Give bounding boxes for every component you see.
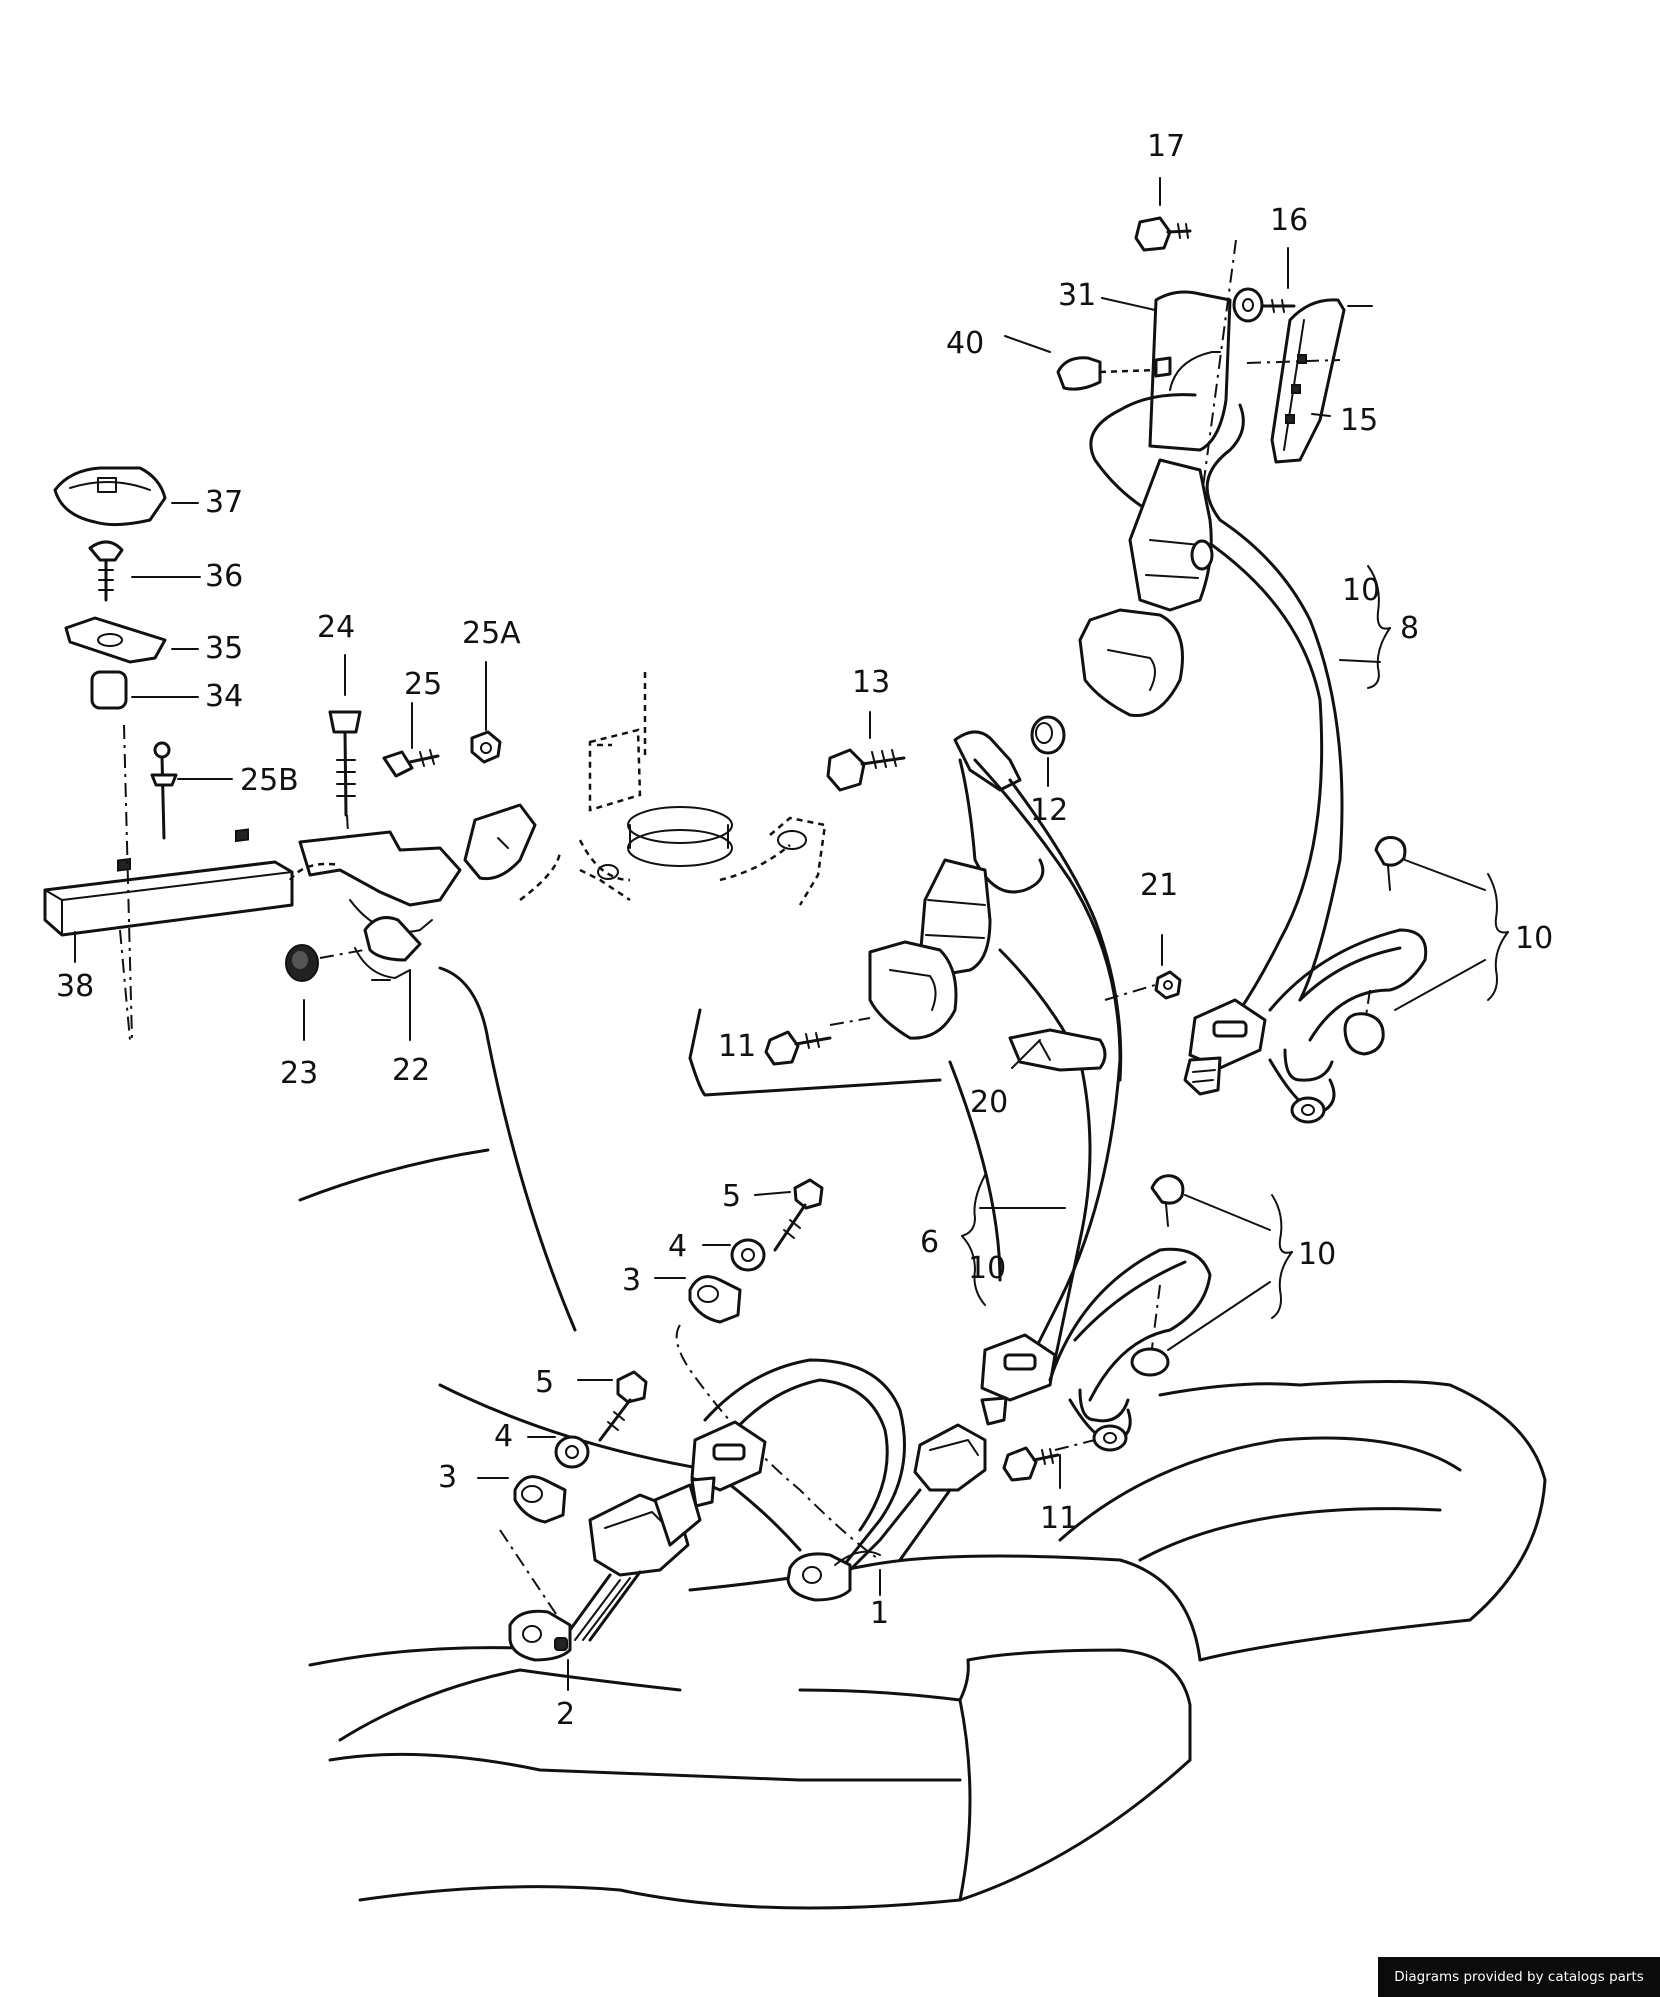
callout-22: 22 — [392, 1053, 430, 1088]
callout-12: 12 — [1030, 793, 1068, 828]
callout-4-lower: 4 — [494, 1419, 513, 1454]
callout-11-lower: 11 — [1040, 1501, 1078, 1536]
center-buckle-assembly — [499, 1030, 1060, 1662]
callout-5-lower: 5 — [535, 1365, 554, 1400]
callout-5-upper: 5 — [722, 1179, 741, 1214]
leader-lines — [74, 177, 1509, 1691]
callout-1: 1 — [870, 1596, 889, 1631]
callout-40: 40 — [946, 326, 984, 361]
center-belt-assembly-6 — [826, 715, 1182, 1426]
callout-24: 24 — [317, 610, 355, 645]
callout-4-upper: 4 — [668, 1229, 687, 1264]
callout-36: 36 — [205, 559, 243, 594]
callout-21: 21 — [1140, 868, 1178, 903]
callout-3-upper: 3 — [622, 1263, 641, 1298]
callout-25B: 25B — [240, 763, 299, 798]
callout-10-of-8: 10 — [1342, 573, 1380, 608]
callout-31: 31 — [1058, 278, 1096, 313]
callout-37: 37 — [205, 485, 243, 520]
outer-retractor-assembly-8 — [1056, 216, 1346, 1096]
left-anchor-assembly — [43, 466, 827, 1041]
callout-10-right-upper: 10 — [1515, 921, 1553, 956]
callout-16: 16 — [1270, 203, 1308, 238]
rear-seat-outline — [298, 966, 1547, 1910]
callout-15: 15 — [1340, 403, 1378, 438]
callout-20: 20 — [970, 1085, 1008, 1120]
outer-anchor-10-lower — [1048, 1174, 1212, 1452]
callout-25A: 25A — [462, 616, 521, 651]
diagram-credit-badge: Diagrams provided by catalogs parts — [1378, 1957, 1660, 1997]
part-callouts: 17 16 31 40 15 37 36 35 34 25B 24 25 25A… — [56, 129, 1553, 1732]
callout-3-lower: 3 — [438, 1460, 457, 1495]
callout-34: 34 — [205, 679, 243, 714]
callout-6: 6 — [920, 1225, 939, 1260]
callout-35: 35 — [205, 631, 243, 666]
callout-38: 38 — [56, 969, 94, 1004]
callout-8: 8 — [1400, 611, 1419, 646]
callout-10-of-6: 10 — [968, 1251, 1006, 1286]
callout-23: 23 — [280, 1056, 318, 1091]
callout-25: 25 — [404, 667, 442, 702]
callout-11-upper: 11 — [718, 1029, 756, 1064]
callout-13: 13 — [852, 665, 890, 700]
callout-2: 2 — [556, 1697, 575, 1732]
callout-17: 17 — [1147, 129, 1185, 164]
callout-10-right-lower: 10 — [1298, 1237, 1336, 1272]
outer-anchor-10-upper — [1268, 836, 1428, 1124]
